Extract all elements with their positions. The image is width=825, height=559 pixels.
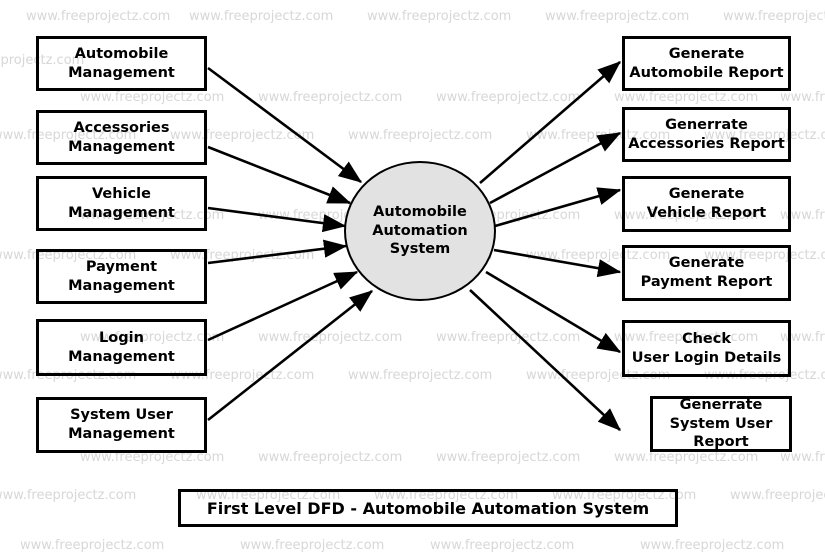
flow-process-to-generate-accessories-report: [489, 131, 622, 205]
flow-accessories-management-to-process: [207, 145, 352, 205]
watermark-text: www.freeprojectz.com: [780, 90, 825, 105]
entity-label: Automobile Management: [68, 45, 175, 81]
entity-vehicle-management[interactable]: Vehicle Management: [36, 176, 207, 231]
watermark-text: www.freeprojectz.com: [730, 488, 825, 503]
entity-label: System User Management: [68, 407, 175, 442]
entity-label: Generate Automobile Report: [629, 45, 784, 81]
watermark-text: www.freeprojectz.com: [614, 90, 759, 105]
watermark-text: www.freeprojectz.com: [0, 488, 137, 503]
entity-generate-automobile-report[interactable]: Generate Automobile Report: [622, 36, 791, 91]
entity-label: Payment Management: [68, 258, 175, 294]
flow-process-to-generate-automobile-report: [479, 61, 621, 184]
watermark-text: www.freeprojectz.com: [80, 90, 225, 105]
watermark-text: www.freeprojectz.com: [436, 90, 581, 105]
entity-label: Generate Vehicle Report: [646, 186, 767, 221]
watermark-text: www.freeprojectz.com: [436, 330, 581, 345]
diagram-title-box: First Level DFD - Automobile Automation …: [178, 489, 678, 527]
entity-accessories-management[interactable]: Accessories Management: [36, 110, 207, 165]
entity-label: Accessories Management: [68, 119, 175, 155]
watermark-text: www.freeprojectz.com: [348, 368, 493, 383]
entity-label: Generate Payment Report: [640, 255, 773, 290]
flow-payment-management-to-process: [207, 239, 348, 265]
watermark-text: www.freeprojectz.com: [26, 9, 171, 24]
flow-automobile-management-to-process: [207, 66, 363, 184]
watermark-text: www.freeprojectz.com: [430, 538, 575, 553]
process-label: Automobile Automation System: [372, 203, 468, 258]
diagram-title: First Level DFD - Automobile Automation …: [206, 498, 650, 518]
watermark-text: www.freeprojectz.com: [436, 450, 581, 465]
entity-system-user-management[interactable]: System User Management: [36, 397, 207, 453]
entity-label: Vehicle Management: [68, 185, 175, 221]
flow-process-to-generate-payment-report: [493, 248, 622, 278]
flow-login-management-to-process: [207, 270, 359, 342]
entity-login-management[interactable]: Login Management: [36, 319, 207, 376]
flow-process-to-generate-vehicle-report: [494, 187, 622, 228]
entity-label: Check User Login Details: [631, 330, 782, 366]
watermark-text: www.freeprojectz.com: [614, 450, 759, 465]
flow-vehicle-management-to-process: [207, 206, 347, 233]
entity-generate-payment-report[interactable]: Generate Payment Report: [622, 245, 791, 301]
entity-label: Generrate System User Report: [669, 397, 773, 451]
entity-generate-system-user-report[interactable]: Generrate System User Report: [650, 396, 792, 452]
watermark-text: www.freeprojectz.com: [240, 538, 385, 553]
watermark-text: www.freeprojectz.com: [258, 330, 403, 345]
flow-system-user-management-to-process: [207, 289, 374, 422]
watermark-text: www.freeprojectz.com: [348, 128, 493, 143]
watermark-text: www.freeprojectz.com: [258, 450, 403, 465]
entity-automobile-management[interactable]: Automobile Management: [36, 36, 207, 91]
watermark-text: www.freeprojectz.com: [189, 9, 334, 24]
watermark-text: www.freeprojectz.com: [258, 90, 403, 105]
flow-process-to-check-user-login-details: [485, 270, 622, 354]
process-automobile-automation-system[interactable]: Automobile Automation System: [344, 161, 496, 301]
entity-generate-vehicle-report[interactable]: Generate Vehicle Report: [622, 176, 791, 232]
watermark-text: www.freeprojectz.com: [367, 9, 512, 24]
watermark-text: www.freeprojectz.com: [723, 9, 825, 24]
entity-label: Generrate Accessories Report: [628, 116, 785, 152]
watermark-text: www.freeprojectz.com: [780, 450, 825, 465]
flow-process-to-generate-system-user-report: [469, 289, 621, 431]
entity-payment-management[interactable]: Payment Management: [36, 249, 207, 304]
entity-label: Login Management: [68, 329, 175, 365]
entity-check-user-login-details[interactable]: Check User Login Details: [622, 320, 791, 377]
watermark-text: www.freeprojectz.com: [640, 538, 785, 553]
entity-generate-accessories-report[interactable]: Generrate Accessories Report: [622, 107, 791, 162]
watermark-text: www.freeprojectz.com: [545, 9, 690, 24]
watermark-text: www.freeprojectz.com: [20, 538, 165, 553]
